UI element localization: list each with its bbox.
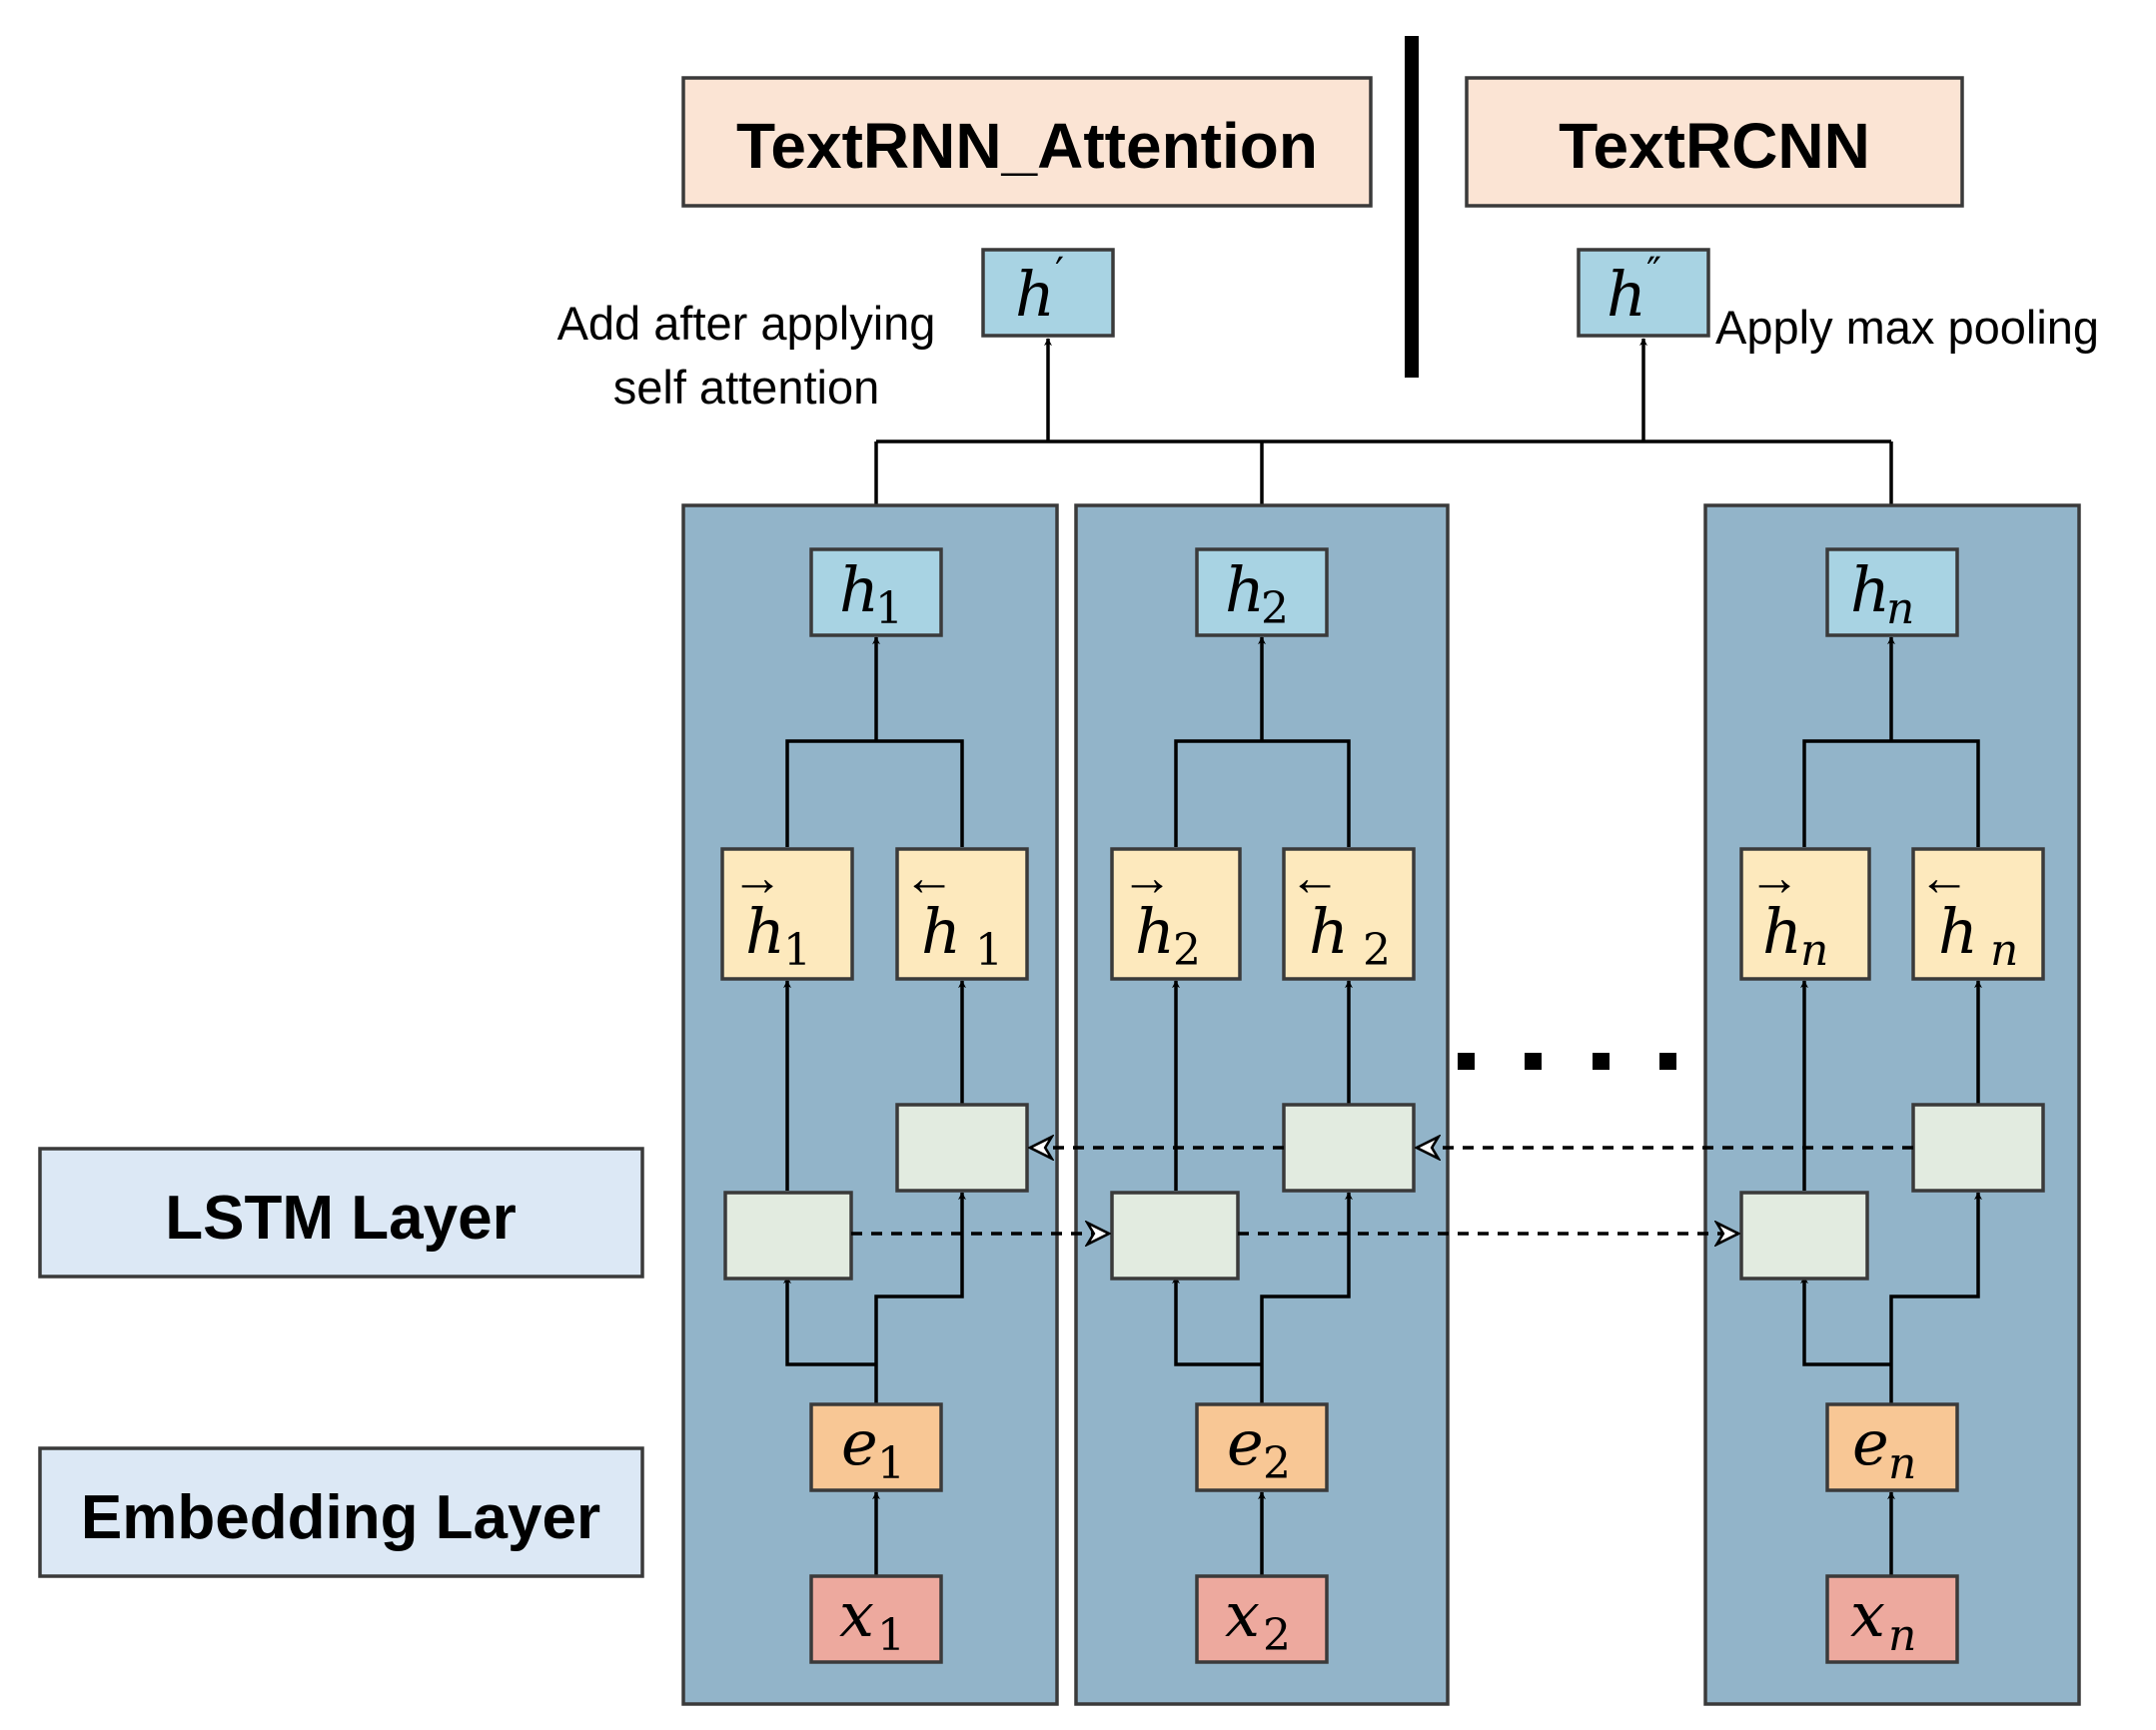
- input-1: x 1: [809, 1574, 943, 1664]
- input-n-symbol: x: [1850, 1578, 1885, 1651]
- embedding-layer-label: Embedding Layer: [38, 1446, 644, 1578]
- embedding-1: e 1: [809, 1402, 943, 1492]
- recurrent-connections: [851, 1148, 1913, 1234]
- backward-hidden-2-symbol: h: [1309, 895, 1349, 968]
- divider: [1405, 36, 1419, 378]
- column-2: h 2 → h 2 ← h 2 e 2 x 2: [1074, 503, 1450, 1706]
- embedding-n-index: n: [1888, 1438, 1916, 1489]
- forward-hidden-1-index: 1: [783, 925, 811, 976]
- lstm-cell-backward-1: [895, 1103, 1029, 1193]
- title-textrnn-attention-label: TextRNN_Attention: [736, 110, 1318, 182]
- embedding-1-index: 1: [877, 1438, 905, 1489]
- forward-hidden-1: → h 1: [720, 847, 854, 981]
- hidden-state-n: h n: [1825, 547, 1959, 637]
- lstm-cell-forward-2: [1110, 1191, 1240, 1281]
- rcnn-output-symbol: h: [1607, 258, 1646, 331]
- embedding-layer-text: Embedding Layer: [81, 1483, 600, 1552]
- embedding-2: e 2: [1195, 1402, 1329, 1492]
- backward-hidden-1-index: 1: [975, 925, 1003, 976]
- backward-hidden-n-symbol: h: [1938, 895, 1978, 968]
- lstm-cell-forward-1: [723, 1191, 853, 1281]
- backward-hidden-n-index: n: [1990, 925, 2018, 976]
- ellipsis: [1458, 1053, 1676, 1070]
- embedding-2-index: 2: [1263, 1438, 1291, 1489]
- column-1: h 1 → h 1 ← h 1 e 1 x 1: [681, 503, 1059, 1706]
- title-textrcnn-label: TextRCNN: [1559, 110, 1870, 182]
- input-2: x 2: [1195, 1574, 1329, 1664]
- hidden-state-2: h 2: [1195, 547, 1329, 637]
- hidden-state-1-symbol: h: [839, 553, 879, 626]
- lstm-cell-backward-2: [1282, 1103, 1416, 1193]
- attention-output-box: h ′: [981, 248, 1115, 338]
- rcnn-output-mark: ″: [1646, 250, 1661, 296]
- hidden-state-1-index: 1: [875, 583, 903, 634]
- backward-hidden-2-index: 2: [1363, 925, 1391, 976]
- hidden-state-2-index: 2: [1261, 583, 1289, 634]
- title-textrcnn: TextRCNN: [1465, 76, 1964, 208]
- embedding-1-symbol: e: [841, 1406, 878, 1479]
- hidden-state-n-symbol: h: [1850, 553, 1890, 626]
- backward-hidden-n: ← h n: [1911, 847, 2045, 981]
- attention-note-line1: Add after applying: [557, 297, 936, 350]
- attention-note-line2: self attention: [613, 361, 880, 414]
- input-n: x n: [1825, 1574, 1959, 1664]
- backward-arrow-2: ←: [1289, 849, 1341, 907]
- input-1-index: 1: [877, 1610, 905, 1661]
- forward-arrow-2: →: [1121, 849, 1173, 907]
- attention-output-mark: ′: [1055, 250, 1064, 296]
- backward-arrow-n: ←: [1918, 849, 1970, 907]
- backward-arrow-1: ←: [903, 849, 955, 907]
- input-2-symbol: x: [1225, 1578, 1260, 1651]
- input-n-index: n: [1888, 1610, 1916, 1661]
- lstm-layer-label: LSTM Layer: [38, 1147, 644, 1279]
- backward-hidden-1: ← h 1: [895, 847, 1029, 981]
- rcnn-note: Apply max pooling: [1715, 301, 2099, 354]
- forward-hidden-n: → h n: [1739, 847, 1871, 981]
- forward-hidden-n-symbol: h: [1762, 895, 1802, 968]
- forward-hidden-2-symbol: h: [1135, 895, 1175, 968]
- attention-output-symbol: h: [1015, 258, 1055, 331]
- forward-arrow-n: →: [1748, 849, 1800, 907]
- lstm-cell-backward-n: [1911, 1103, 2045, 1193]
- lstm-layer-text: LSTM Layer: [165, 1184, 516, 1253]
- hidden-state-n-index: n: [1886, 583, 1914, 634]
- title-textrnn-attention: TextRNN_Attention: [681, 76, 1373, 208]
- rcnn-output-box: h ″: [1577, 248, 1710, 338]
- hidden-state-1: h 1: [809, 547, 943, 637]
- lstm-cell-forward-n: [1739, 1191, 1869, 1281]
- embedding-2-symbol: e: [1227, 1406, 1264, 1479]
- embedding-n-symbol: e: [1852, 1406, 1889, 1479]
- forward-hidden-n-index: n: [1800, 925, 1828, 976]
- input-2-index: 2: [1263, 1610, 1291, 1661]
- embedding-n: e n: [1825, 1402, 1959, 1492]
- forward-hidden-1-symbol: h: [745, 895, 785, 968]
- input-1-symbol: x: [839, 1578, 874, 1651]
- forward-hidden-2-index: 2: [1173, 925, 1201, 976]
- backward-hidden-2: ← h 2: [1282, 847, 1416, 981]
- hidden-state-2-symbol: h: [1225, 553, 1265, 626]
- backward-hidden-1-symbol: h: [921, 895, 961, 968]
- forward-arrow-1: →: [731, 849, 783, 907]
- column-n: h n → h n ← h n e n x n: [1703, 503, 2081, 1706]
- forward-hidden-2: → h 2: [1110, 847, 1242, 981]
